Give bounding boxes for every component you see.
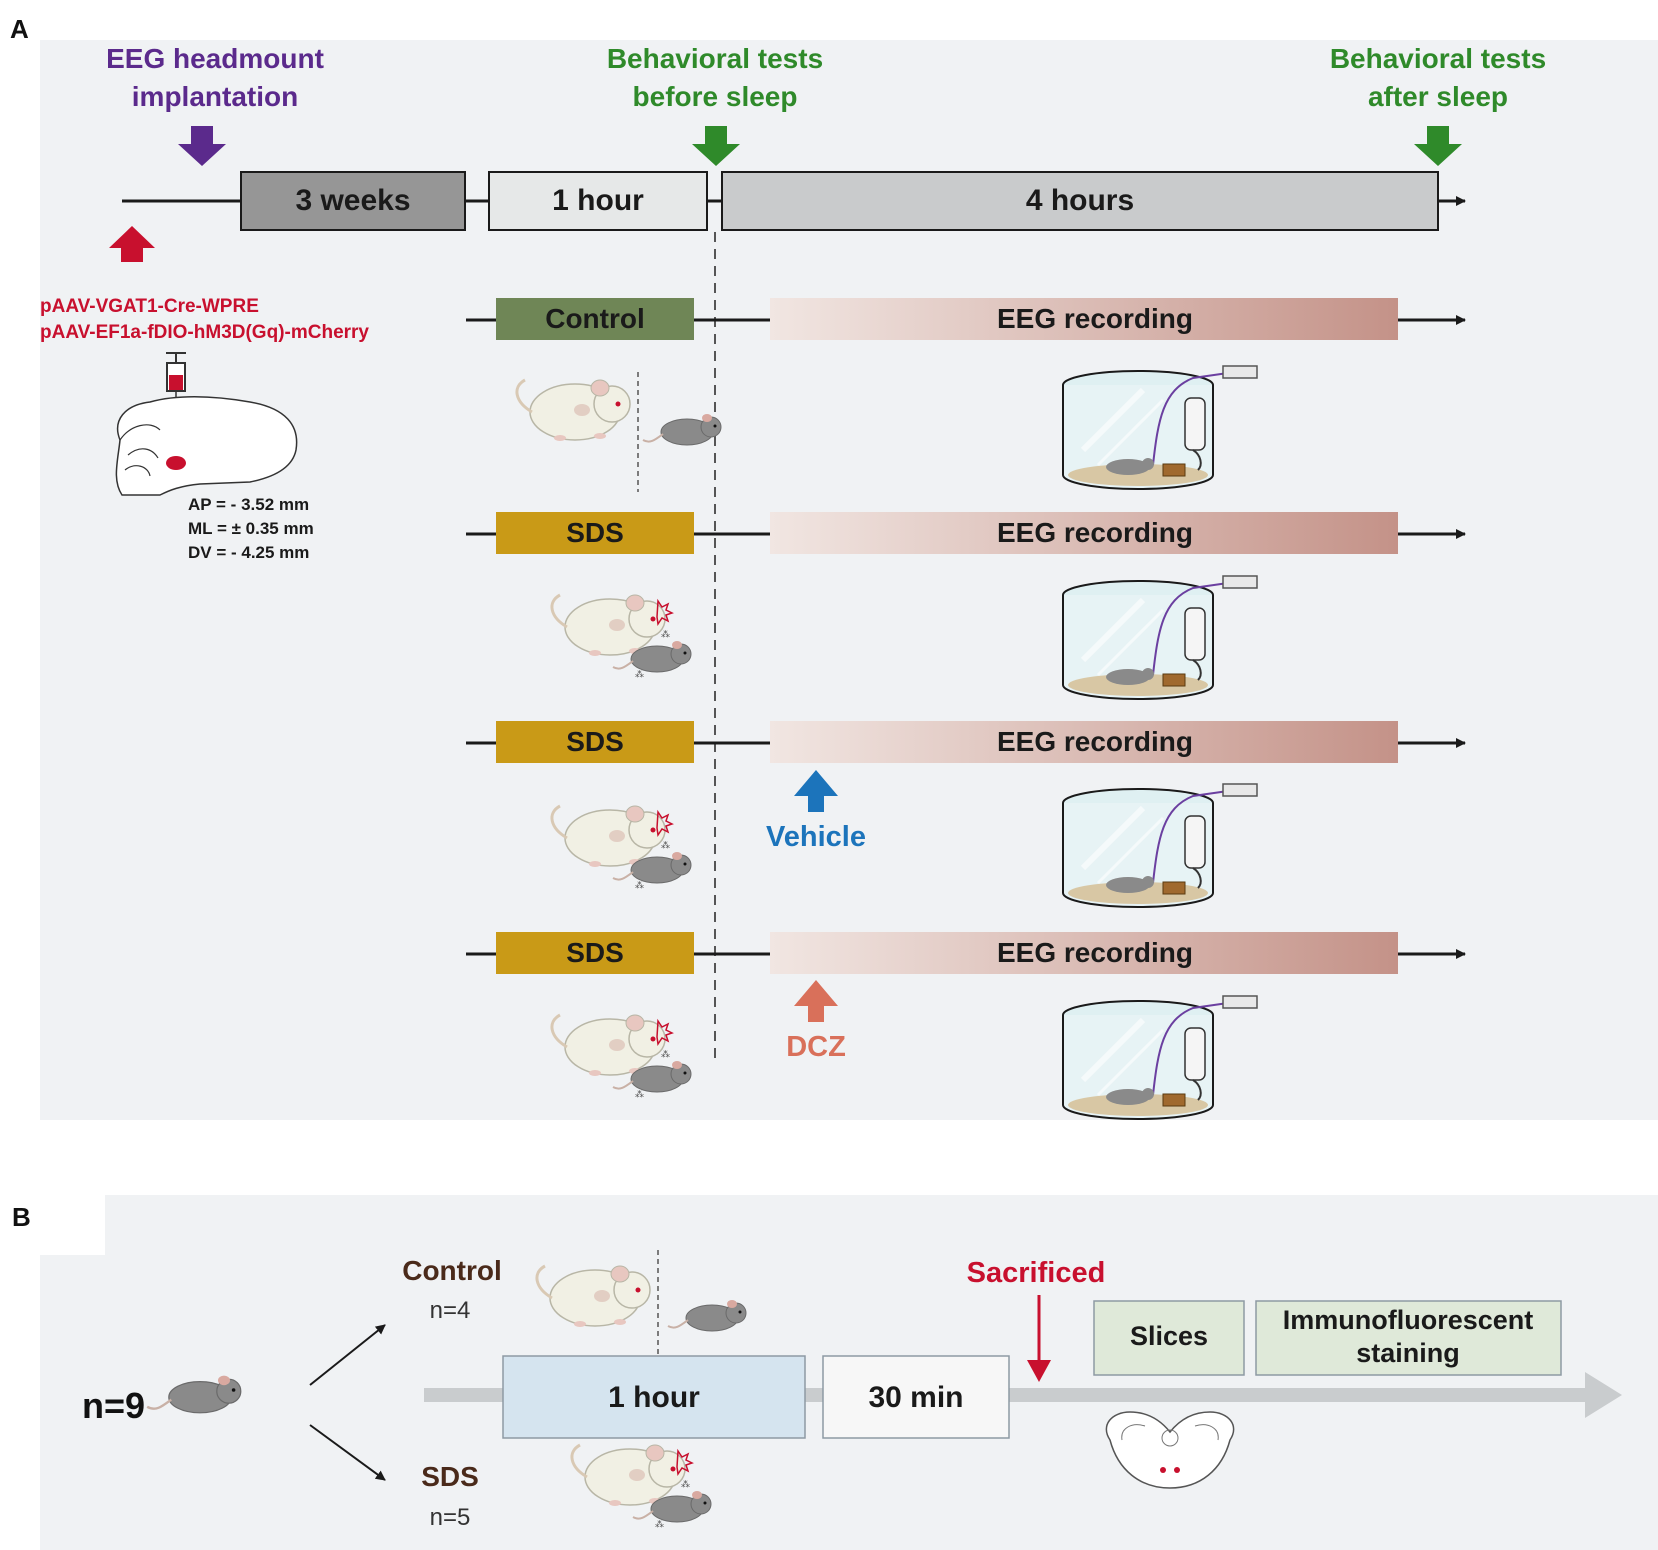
immunofluorescent-label-1: Immunofluorescent xyxy=(1283,1305,1534,1335)
group-condition-box xyxy=(496,932,694,974)
branch-arrow-control xyxy=(309,1324,386,1386)
group-condition-box xyxy=(496,512,694,554)
tests-before-label-2: before sleep xyxy=(633,81,798,112)
panel-b-timeline-arrow xyxy=(424,1372,1622,1418)
dcz-label: DCZ xyxy=(786,1031,846,1063)
sds-n-label: n=5 xyxy=(430,1504,471,1531)
control-n-label: n=4 xyxy=(430,1297,471,1324)
up-arrow-icon xyxy=(794,980,838,1022)
sacrificed-label: Sacrificed xyxy=(967,1257,1106,1289)
tests-after-label-1: Behavioral tests xyxy=(1330,43,1546,74)
virus-label-1: pAAV-VGAT1-Cre-WPRE xyxy=(40,296,259,317)
slices-box xyxy=(1093,1300,1245,1376)
eeg-recording-label: EEG recording xyxy=(997,726,1193,757)
coord-ml: ML = ± 0.35 mm xyxy=(188,519,314,538)
eeg-recording-bar xyxy=(770,298,1398,340)
total-n-label: n=9 xyxy=(82,1385,145,1426)
group-label: SDS xyxy=(566,517,624,548)
hour-box-b xyxy=(502,1355,806,1439)
group-label: Control xyxy=(545,303,645,334)
eeg-implant-label-1: EEG headmount xyxy=(106,43,324,74)
coord-ap: AP = - 3.52 mm xyxy=(188,495,309,514)
eeg-recording-label: EEG recording xyxy=(997,517,1193,548)
group-row-sds-vehicle: SDS EEG recording xyxy=(466,721,1466,763)
immunofluorescent-box xyxy=(1255,1300,1562,1376)
syringe-icon xyxy=(166,352,186,460)
down-arrow-icon xyxy=(1414,126,1462,166)
four-hours-box xyxy=(721,171,1439,231)
slices-label: Slices xyxy=(1130,1321,1208,1351)
weeks-label: 3 weeks xyxy=(295,184,410,217)
sds-group-label: SDS xyxy=(421,1461,479,1492)
group-label: SDS xyxy=(566,726,624,757)
four-hours-label: 4 hours xyxy=(1026,184,1134,217)
eeg-recording-bar xyxy=(770,512,1398,554)
group-label: SDS xyxy=(566,937,624,968)
tests-before-label-1: Behavioral tests xyxy=(607,43,823,74)
vehicle-label: Vehicle xyxy=(766,821,866,853)
down-arrow-icon xyxy=(692,126,740,166)
up-arrow-icon xyxy=(109,226,155,262)
group-row-sds-1: SDS EEG recording xyxy=(466,512,1466,554)
brain-coronal-section-icon xyxy=(1105,1411,1235,1489)
eeg-recording-label: EEG recording xyxy=(997,937,1193,968)
eeg-recording-label: EEG recording xyxy=(997,303,1193,334)
control-group-label: Control xyxy=(402,1255,502,1286)
panel-b-letter: B xyxy=(12,1202,31,1232)
virus-label-2: pAAV-EF1a-fDIO-hM3D(Gq)-mCherry xyxy=(40,322,369,343)
eeg-recording-bar xyxy=(770,932,1398,974)
eeg-implant-label-2: implantation xyxy=(132,81,298,112)
hour-label: 1 hour xyxy=(552,184,644,217)
brain-sagittal-icon xyxy=(115,396,298,496)
weeks-box xyxy=(240,171,466,231)
down-arrow-icon xyxy=(1027,1360,1051,1382)
group-row-control: Control EEG recording xyxy=(466,298,1466,340)
group-condition-box xyxy=(496,298,694,340)
group-condition-box xyxy=(496,721,694,763)
immunofluorescent-label-2: staining xyxy=(1356,1338,1460,1368)
control-mice-illustration xyxy=(515,372,722,492)
hour-box xyxy=(488,171,708,231)
branch-arrow-sds xyxy=(309,1424,386,1481)
hour-label-b: 1 hour xyxy=(608,1381,700,1414)
tests-after-label-2: after sleep xyxy=(1368,81,1508,112)
eeg-recording-bar xyxy=(770,721,1398,763)
coord-dv: DV = - 4.25 mm xyxy=(188,543,309,562)
down-arrow-icon xyxy=(178,126,226,166)
wait-box xyxy=(822,1355,1010,1439)
panel-a-letter: A xyxy=(10,14,29,44)
wait-label: 30 min xyxy=(868,1381,963,1414)
up-arrow-icon xyxy=(794,770,838,812)
group-row-sds-dcz: SDS EEG recording xyxy=(466,932,1466,974)
